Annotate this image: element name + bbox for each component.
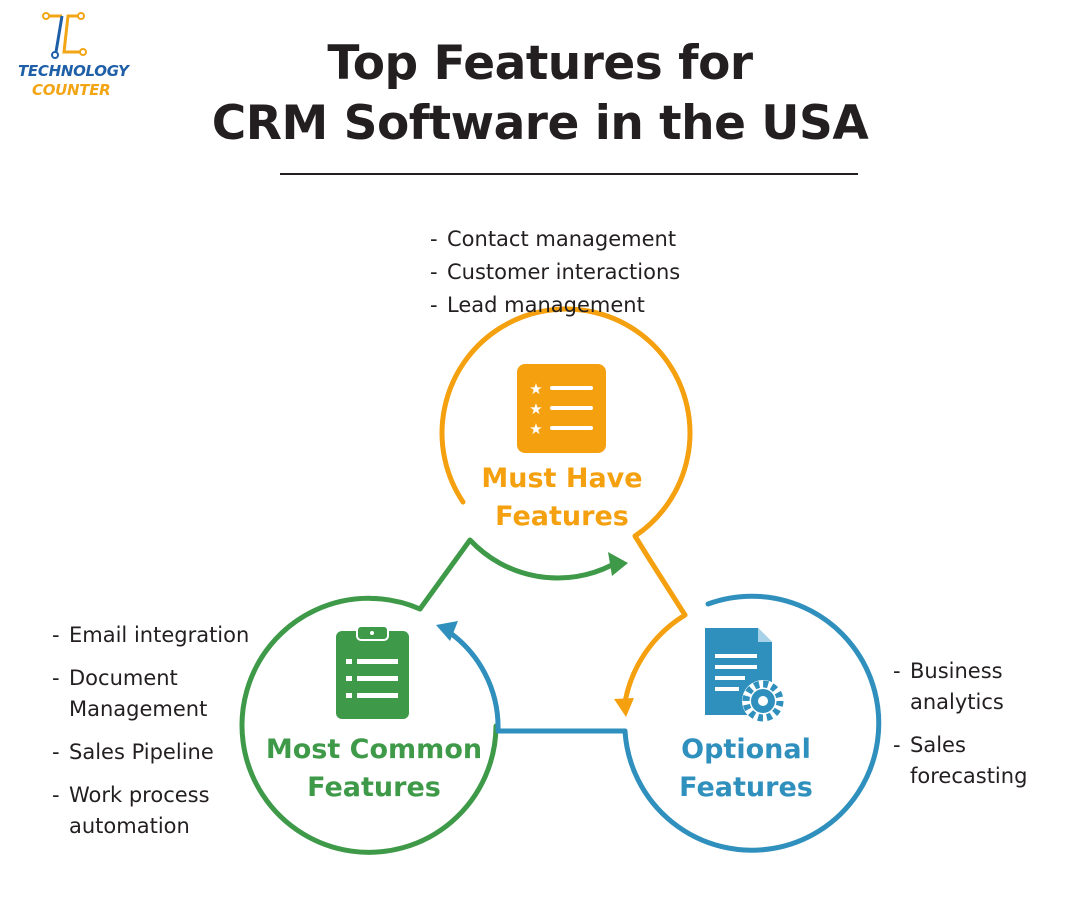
- optional-label-line2: Features: [679, 772, 813, 803]
- optional-circle: [436, 593, 882, 853]
- must-have-label-line2: Features: [495, 501, 629, 532]
- title-line1: Top Features for: [327, 36, 753, 91]
- list-item: Email integration: [52, 620, 302, 651]
- list-item: Work process automation: [52, 780, 259, 842]
- optional-label-line1: Optional: [681, 734, 811, 765]
- must-have-label-line1: Must Have: [481, 463, 643, 494]
- list-item: Customer interactions: [430, 257, 680, 288]
- document-gear-icon: [705, 628, 784, 722]
- clipboard-list-icon: [336, 625, 409, 719]
- optional-label: Optional Features: [636, 731, 856, 807]
- title-underline: [280, 173, 858, 175]
- page-title: Top Features for CRM Software in the USA: [0, 34, 1080, 154]
- most-common-circle: [239, 537, 628, 855]
- technology-counter-logo: TECHNOLOGY COUNTER: [14, 12, 134, 104]
- list-item: Contact management: [430, 224, 680, 255]
- must-have-label: Must Have Features: [442, 460, 682, 536]
- star-list-icon: ★ ★ ★: [517, 364, 606, 453]
- list-item: Sales forecasting: [893, 730, 1050, 792]
- optional-to-common-arrowhead: [436, 621, 458, 641]
- logo-text-line2: COUNTER: [32, 81, 111, 99]
- list-item: Document Management: [52, 663, 259, 725]
- svg-text:★: ★: [529, 420, 542, 438]
- svg-text:★: ★: [529, 400, 542, 418]
- list-item: Business analytics: [893, 656, 1040, 718]
- logo-mark-icon: [42, 12, 87, 59]
- most-common-feature-list: Email integration Document Management Sa…: [52, 620, 302, 854]
- must-to-optional-arrowhead: [614, 698, 634, 717]
- common-to-must-arrowhead: [608, 552, 628, 576]
- title-line2: CRM Software in the USA: [211, 96, 869, 151]
- most-common-label-line2: Features: [307, 772, 441, 803]
- logo-text-line1: TECHNOLOGY: [18, 62, 129, 80]
- svg-text:★: ★: [529, 380, 542, 398]
- optional-feature-list: Business analytics Sales forecasting: [893, 656, 1063, 804]
- list-item: Lead management: [430, 290, 680, 321]
- must-have-feature-list: Contact management Customer interactions…: [430, 224, 680, 323]
- list-item: Sales Pipeline: [52, 737, 302, 768]
